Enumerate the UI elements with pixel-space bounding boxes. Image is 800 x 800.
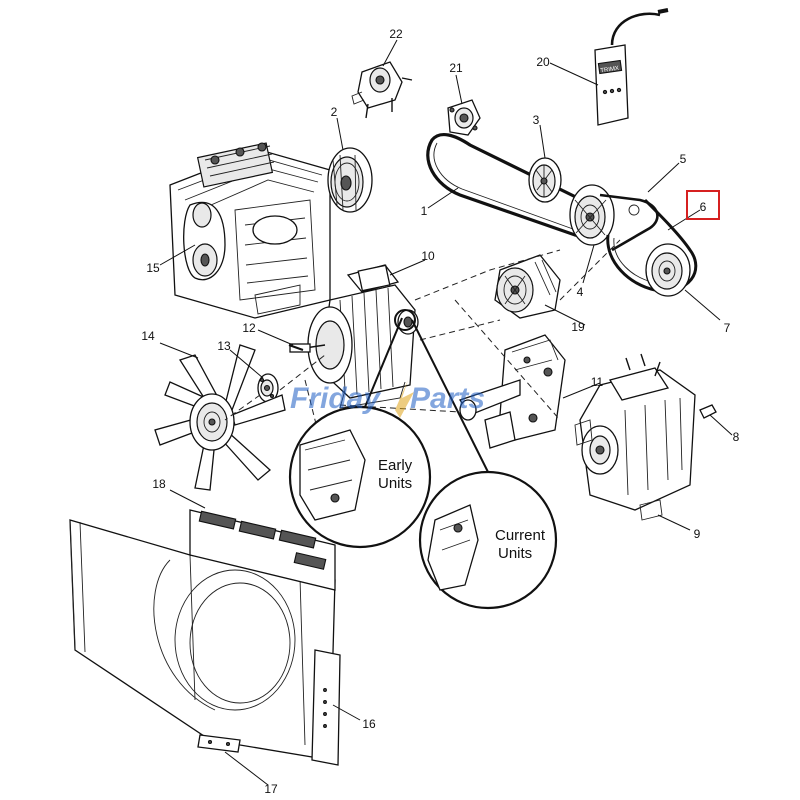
part-label-1[interactable]: 1 [421,204,428,218]
part-label-17[interactable]: 17 [264,782,278,796]
part-label-6[interactable]: 6 [700,200,707,214]
part-label-14[interactable]: 14 [141,329,155,343]
pin-part[interactable] [288,344,304,351]
part-label-10[interactable]: 10 [421,249,435,263]
shaft-key-part[interactable] [699,404,717,419]
part-number-labels: 22 21 20 2 3 1 5 4 7 10 19 15 12 14 13 1… [141,27,739,796]
early-units-label-2: Units [378,475,412,492]
leader-lines [159,39,733,786]
drive-pulley-part[interactable] [569,184,615,246]
alternator-part[interactable] [494,254,561,319]
part-label-13[interactable]: 13 [217,339,231,353]
compressor-pulley-part[interactable] [645,243,691,297]
part-label-4[interactable]: 4 [577,285,584,299]
part-label-20[interactable]: 20 [536,55,550,69]
part-label-8[interactable]: 8 [733,430,740,444]
idler-pulley-part[interactable] [528,157,562,203]
grille-panel-part[interactable] [189,509,336,591]
early-units-detail: Early Units [288,405,432,549]
device-tag: TRIMX [600,66,619,75]
part-label-7[interactable]: 7 [724,321,731,335]
electric-motor-part[interactable] [289,264,419,409]
part-label-15[interactable]: 15 [146,261,160,275]
crank-pulley-part[interactable] [327,147,373,213]
part-label-2[interactable]: 2 [331,105,338,119]
part-label-3[interactable]: 3 [533,113,540,127]
engine-part[interactable] [169,142,331,319]
detail-circle-connectors [364,309,489,473]
fan-hub-part[interactable] [257,373,279,403]
remote-display-part[interactable]: TRIMX [594,8,669,126]
current-units-label-2: Units [498,545,532,562]
idler-bracket-part[interactable] [351,61,413,119]
shroud-bracket-part[interactable] [197,734,241,753]
motor-mount-bracket-part[interactable] [458,334,566,449]
part-label-12[interactable]: 12 [242,321,256,335]
current-units-label-1: Current [495,527,546,544]
highlight-box [686,190,720,220]
part-label-21[interactable]: 21 [449,61,463,75]
early-units-label-1: Early [378,457,413,474]
part-label-22[interactable]: 22 [389,27,403,41]
part-label-11[interactable]: 11 [591,375,604,389]
current-units-detail: Current Units [418,470,558,610]
watermark: Friday Parts [290,380,485,418]
part-label-19[interactable]: 19 [571,320,585,334]
tensioner-part[interactable] [447,99,481,136]
cooling-fan-part[interactable] [154,344,286,491]
watermark-word-2: Parts [410,382,485,415]
part-label-5[interactable]: 5 [680,152,687,166]
part-label-18[interactable]: 18 [152,477,166,491]
watermark-word-1: Friday [290,382,381,415]
part-label-9[interactable]: 9 [694,527,701,541]
part-label-16[interactable]: 16 [362,717,376,731]
compressor-part[interactable] [574,353,696,521]
fan-shroud-part[interactable] [69,519,341,766]
